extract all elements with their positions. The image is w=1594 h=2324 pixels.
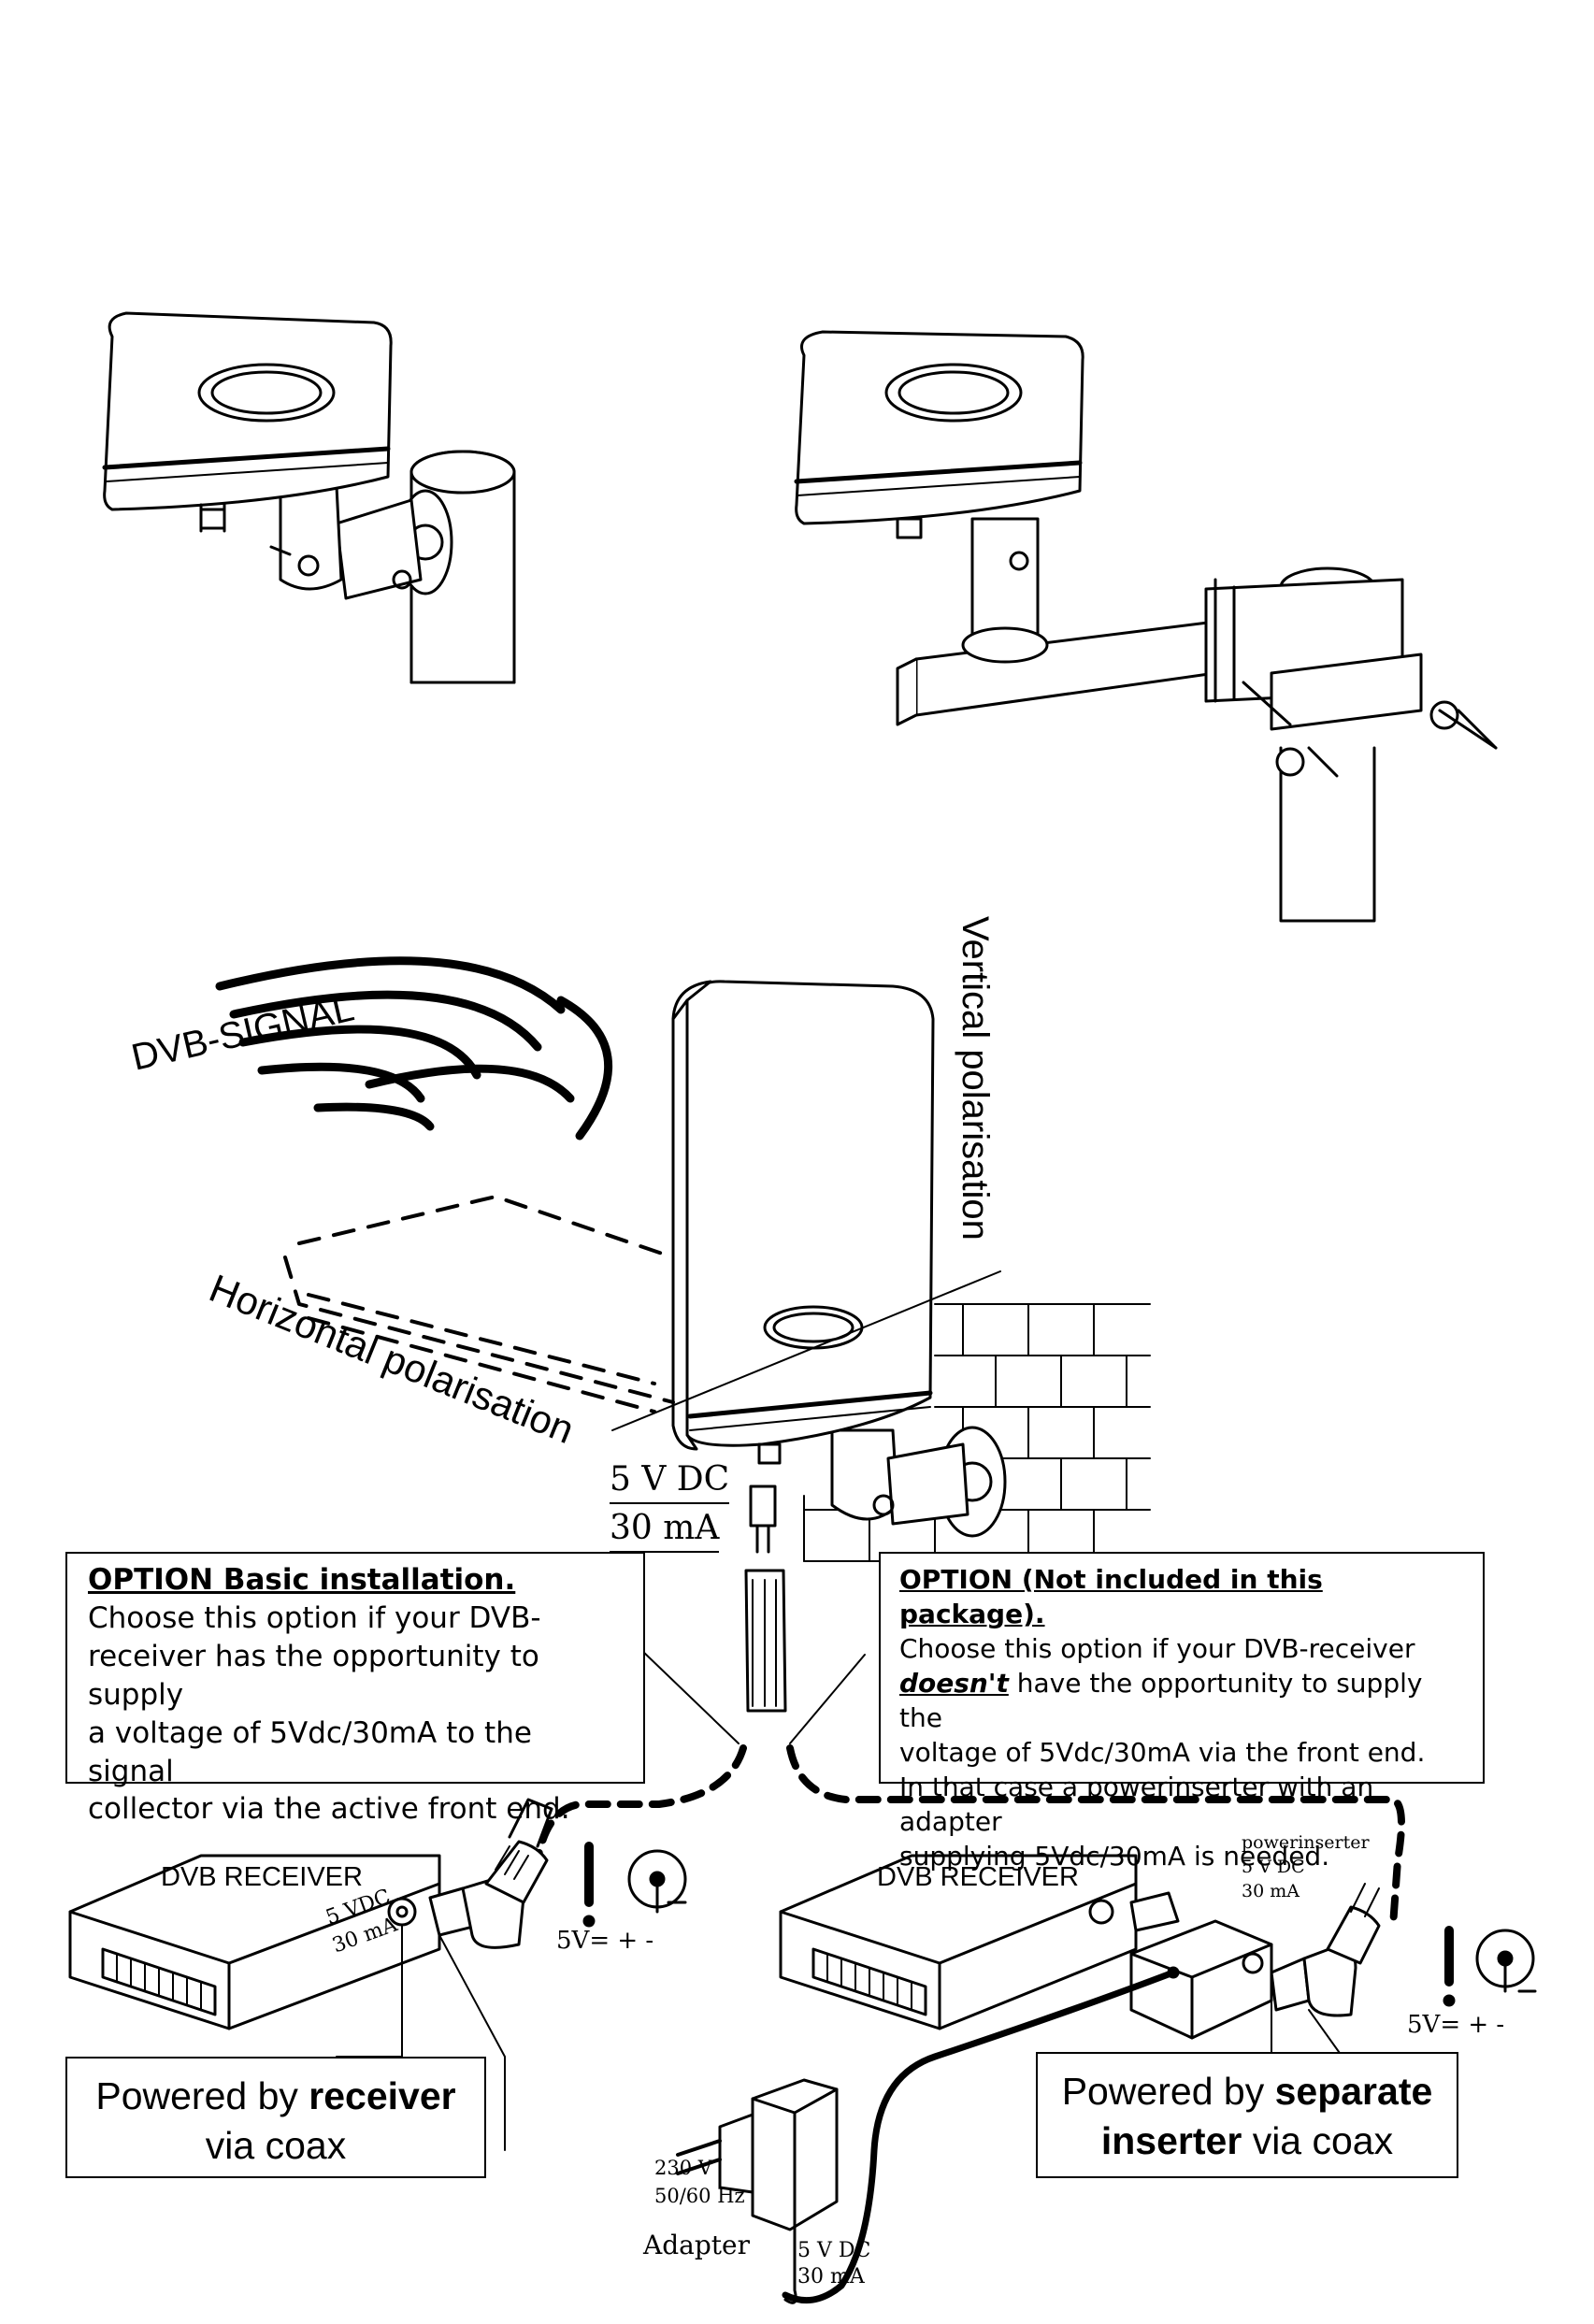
option-basic-line-4: collector via the active front end. — [88, 1792, 570, 1827]
power-adapter-illustration — [676, 2078, 839, 2304]
antenna-mast-mount-illustration — [794, 330, 1498, 923]
powered-by-inserter-line-1: Powered by separate — [1038, 2067, 1457, 2116]
dvb-signal-waves — [215, 956, 612, 1140]
right-dvb-receiver-illustration — [779, 1854, 1537, 2304]
polarisation-guide-line — [611, 1270, 1001, 1431]
option-separate-line-5: supplying 5Vdc/30mA is needed. — [899, 1840, 1330, 1872]
option-basic-heading: OPTION Basic installation. — [88, 1563, 516, 1597]
option-separate-line-4: In that case a powerinserter with an ada… — [899, 1771, 1374, 1837]
powered-by-inserter-prefix: Powered by — [1061, 2070, 1275, 2113]
inserter-vdc-label: 5 V DC — [1242, 1857, 1305, 1877]
horizontal-polarisation-plane — [283, 1195, 675, 1413]
adapter-voltage-label: 230 V — [654, 2157, 712, 2179]
powered-by-receiver-prefix: Powered by — [95, 2074, 309, 2117]
powered-by-inserter-box: Powered by separate inserter via coax — [1036, 2052, 1458, 2178]
powered-by-inserter-strong-2: inserter — [1100, 2119, 1242, 2163]
right-polarity-label: 5V= + - — [1407, 2011, 1505, 2039]
inserter-title-label: powerinserter — [1242, 1832, 1370, 1853]
central-antenna-illustration — [671, 980, 1151, 1713]
option-separate-line-1: Choose this option if your DVB-receiver — [899, 1632, 1415, 1664]
option-basic-line-2: receiver has the opportunity to supply — [88, 1639, 539, 1712]
powered-by-receiver-line-1: Powered by receiver — [67, 2072, 484, 2121]
powered-by-inserter-suffix: via coax — [1242, 2119, 1394, 2163]
adapter-output-ma-label: 30 mA — [797, 2265, 865, 2288]
adapter-output-vdc-label: 5 V DC — [797, 2239, 871, 2262]
adapter-frequency-label: 50/60 Hz — [654, 2185, 745, 2207]
option-pointers — [640, 1649, 866, 1744]
powered-by-receiver-strong: receiver — [309, 2074, 456, 2117]
left-dvb-receiver-illustration — [68, 1798, 687, 2151]
antenna-wall-mount-illustration — [102, 311, 516, 684]
option-basic-line-3: a voltage of 5Vdc/30mA to the signal — [88, 1715, 532, 1788]
vertical-polarisation-label: Vertical polarisation — [955, 916, 996, 1241]
left-receiver-label: DVB RECEIVER — [161, 1862, 363, 1892]
option-separate-inserter-box: OPTION (Not included in this package). C… — [879, 1552, 1485, 1872]
option-separate-line-2: doesn't have the opportunity to supply t… — [899, 1667, 1464, 1736]
coax-routes — [534, 1744, 1405, 1929]
option-separate-heading: OPTION (Not included in this package). — [899, 1564, 1323, 1629]
adapter-label: Adapter — [643, 2230, 750, 2260]
option-basic-line-1: Choose this option if your DVB- — [88, 1600, 541, 1635]
option-separate-emphasis: doesn't — [899, 1667, 1009, 1699]
powered-by-inserter-strong-1: separate — [1274, 2070, 1433, 2113]
powered-by-inserter-line-2: inserter via coax — [1038, 2116, 1457, 2166]
inserter-ma-label: 30 mA — [1242, 1881, 1300, 1901]
right-receiver-label: DVB RECEIVER — [877, 1862, 1079, 1892]
powered-by-receiver-box: Powered by receiver via coax — [65, 2057, 486, 2178]
option-basic-installation-box: OPTION Basic installation. Choose this o… — [65, 1552, 645, 1826]
antenna-current-label: 30 mA — [610, 1507, 720, 1553]
option-separate-line-3: voltage of 5Vdc/30mA via the front end. — [899, 1736, 1426, 1768]
option-separate-line-2-rest: have the opportunity to supply the — [899, 1667, 1423, 1733]
antenna-voltage-label: 5 V DC — [610, 1458, 730, 1504]
powered-by-receiver-line-2: via coax — [205, 2124, 347, 2168]
left-polarity-label: 5V= + - — [556, 1927, 654, 1955]
